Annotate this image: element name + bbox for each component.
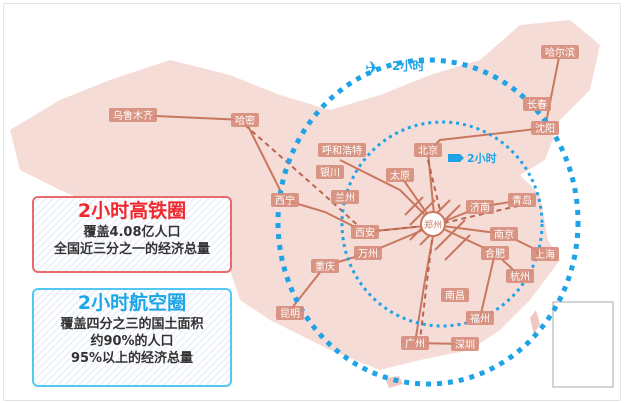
train-icon xyxy=(448,154,464,162)
rail-box-title: 2小时高铁圈 xyxy=(77,200,187,222)
china-landmass xyxy=(10,20,600,370)
south-china-sea-inset xyxy=(552,301,614,388)
city-name: 合肥 xyxy=(485,247,505,260)
city-label-bg xyxy=(386,168,414,182)
city-name: 呼和浩特 xyxy=(322,145,362,157)
city-label: 重庆 xyxy=(311,259,339,273)
taiwan xyxy=(530,310,540,334)
rail-circle-label: 2小时 xyxy=(467,151,497,165)
city-label: 杭州 xyxy=(506,269,534,283)
air-box-title: 2小时航空圈 xyxy=(77,292,187,314)
city-label-bg xyxy=(331,190,359,204)
city-name: 北京 xyxy=(418,144,438,157)
city-label-bg xyxy=(351,225,379,239)
city-label-bg xyxy=(271,193,299,207)
frame xyxy=(3,3,621,401)
city-name: 太原 xyxy=(390,169,410,182)
city-label: 哈尔滨 xyxy=(541,45,579,59)
city-label-bg xyxy=(276,306,304,320)
city-name: 南昌 xyxy=(445,289,465,302)
air-2h-circle xyxy=(275,57,581,387)
airplane-icon: ✈ xyxy=(365,58,380,79)
city-name: 上海 xyxy=(535,248,555,261)
hub-label: 郑州 xyxy=(424,219,442,231)
city-label: 哈密 xyxy=(231,113,259,127)
hub-marker xyxy=(420,211,446,237)
city-label: 银川 xyxy=(316,165,344,179)
city-name: 沈阳 xyxy=(535,122,555,135)
air-box-line: 约90%的人口 xyxy=(90,334,174,349)
city-label: 太原 xyxy=(386,168,414,182)
city-label: 广州 xyxy=(401,336,429,350)
city-label-bg xyxy=(318,143,366,157)
city-label-bg xyxy=(231,113,259,127)
city-label: 万州 xyxy=(354,246,382,260)
city-label-bg xyxy=(490,227,518,241)
rail-box-line: 全国近三分之一的经济总量 xyxy=(53,242,210,257)
city-label: 合肥 xyxy=(481,246,509,260)
city-name: 银川 xyxy=(320,166,340,179)
rail-box-line: 覆盖4.08亿人口 xyxy=(83,225,181,240)
city-label-bg xyxy=(531,121,559,135)
city-label: 福州 xyxy=(466,311,494,325)
city-name: 兰州 xyxy=(335,191,355,204)
air-box-line: 覆盖四分之三的国土面积 xyxy=(60,317,204,332)
city-name: 昆明 xyxy=(280,308,300,320)
city-label-bg xyxy=(508,193,536,207)
city-label: 昆明 xyxy=(276,306,304,320)
city-label-bg xyxy=(316,165,344,179)
city-label-bg xyxy=(441,288,469,302)
air-circle-info-box: 2小时航空圈 覆盖四分之三的国土面积 约90%的人口 95%以上的经济总量 xyxy=(32,288,232,387)
city-name: 深圳 xyxy=(455,339,475,351)
city-label: 西宁 xyxy=(271,193,299,207)
city-label: 北京 xyxy=(414,143,442,157)
city-name: 杭州 xyxy=(510,270,530,283)
city-label: 沈阳 xyxy=(531,121,559,135)
city-label: 济南 xyxy=(466,200,494,214)
city-label: 南京 xyxy=(490,227,518,241)
rail-2h-circle xyxy=(340,120,544,328)
city-name: 哈尔滨 xyxy=(545,46,575,59)
city-name: 福州 xyxy=(470,312,490,325)
city-label: 长春 xyxy=(523,97,551,111)
city-label-bg xyxy=(481,246,509,260)
city-label-bg xyxy=(541,45,579,59)
city-name: 万州 xyxy=(358,248,378,260)
city-label: 西安 xyxy=(351,225,379,239)
city-name: 南京 xyxy=(494,228,514,241)
city-label: 深圳 xyxy=(451,337,479,351)
city-name: 济南 xyxy=(470,201,490,214)
city-label-bg xyxy=(523,97,551,111)
city-label-bg xyxy=(311,259,339,273)
air-circle-label: 2小时 xyxy=(392,58,424,73)
city-name: 乌鲁木齐 xyxy=(113,109,153,122)
city-name: 西宁 xyxy=(275,194,295,207)
air-box-line: 95%以上的经济总量 xyxy=(70,351,194,366)
city-label-bg xyxy=(466,200,494,214)
city-name: 广州 xyxy=(405,338,425,350)
city-label: 呼和浩特 xyxy=(318,143,366,157)
city-label-bg xyxy=(354,246,382,260)
city-name: 重庆 xyxy=(315,260,335,273)
city-label-bg xyxy=(109,108,157,122)
city-label-bg xyxy=(451,337,479,351)
city-label: 南昌 xyxy=(441,288,469,302)
city-name: 青岛 xyxy=(512,194,532,207)
rail-circle-info-box: 2小时高铁圈 覆盖4.08亿人口 全国近三分之一的经济总量 xyxy=(32,196,232,273)
city-label: 兰州 xyxy=(331,190,359,204)
city-label: 乌鲁木齐 xyxy=(109,108,157,122)
city-label-bg xyxy=(414,143,442,157)
city-name: 长春 xyxy=(527,99,547,111)
city-label-bg xyxy=(506,269,534,283)
city-label-bg xyxy=(466,311,494,325)
city-label: 青岛 xyxy=(508,193,536,207)
city-label-bg xyxy=(531,247,559,261)
city-label-bg xyxy=(401,336,429,350)
city-label: 上海 xyxy=(531,247,559,261)
city-name: 西安 xyxy=(355,226,375,239)
city-name: 哈密 xyxy=(235,114,255,127)
